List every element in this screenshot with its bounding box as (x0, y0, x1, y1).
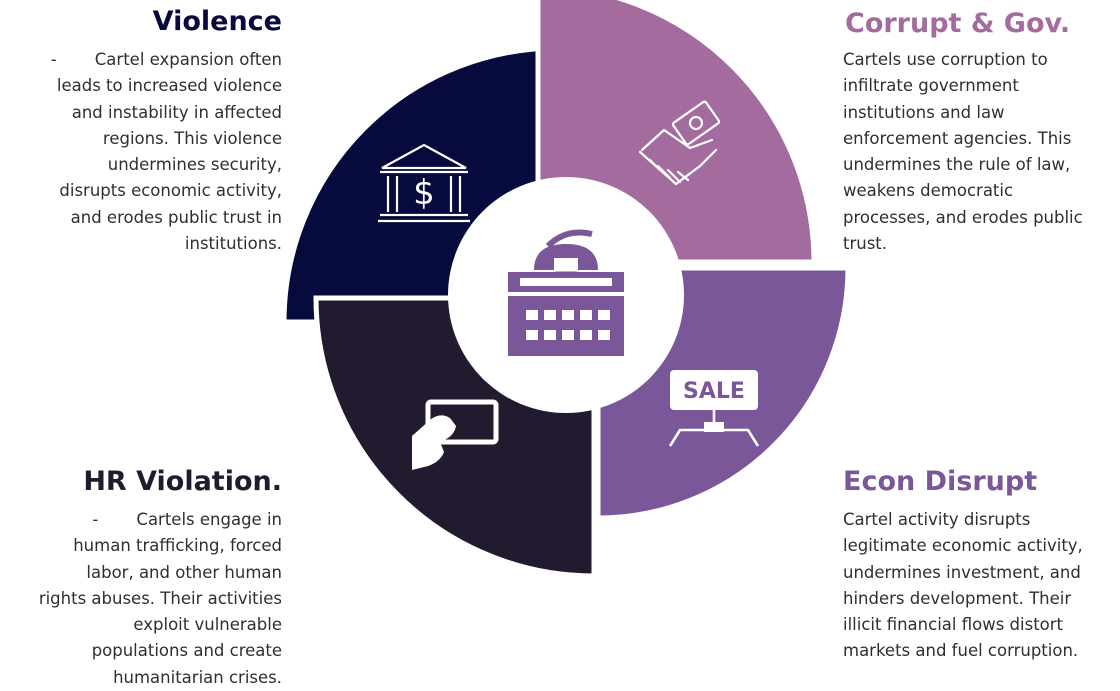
description-text: hinders development. Their (843, 588, 1072, 608)
hand-cash-icon (412, 399, 499, 470)
description-text: Cartel expansion often (94, 50, 282, 69)
description-line: enforcement agencies. This (843, 126, 1120, 152)
description-line: and instability in affected (0, 100, 282, 126)
description-line: populations and create (0, 638, 282, 664)
description-line: undermines the rule of law, (843, 152, 1120, 178)
description-line: weakens democratic (843, 178, 1120, 204)
description-line: disrupts economic activity, (0, 178, 282, 204)
description-text: rights abuses. Their activities (38, 588, 282, 608)
economy-title: Econ Disrupt (843, 466, 1038, 497)
bullet-dash: - (50, 50, 57, 69)
description-line: labor, and other human (0, 560, 282, 586)
bank-dollar-icon: $ (378, 143, 470, 223)
description-text: illicit financial flows distort (843, 615, 1064, 635)
sale-sign-text: SALE (683, 379, 745, 404)
violence-description: - Cartel expansion often leads to increase… (0, 47, 282, 257)
description-line: human trafficking, forced (0, 533, 282, 559)
description-text: undermines security, (107, 155, 282, 175)
description-line: Cartel activity disrupts (843, 507, 1120, 533)
description-text: Cartels engage in (136, 510, 282, 529)
violence-title: Violence (152, 6, 282, 37)
description-line: trust. (843, 231, 1120, 257)
description-line: institutions and law (843, 100, 1120, 126)
description-text: processes, and erodes public (843, 207, 1083, 227)
description-line: undermines investment, and (843, 560, 1120, 586)
description-line: - Cartels engage in (0, 507, 282, 533)
description-text: exploit vulnerable (133, 615, 282, 635)
description-text: undermines the rule of law, (843, 155, 1071, 175)
description-text: and erodes public trust in (70, 207, 282, 227)
bullet-dash: - (92, 510, 99, 529)
description-line: regions. This violence (0, 126, 282, 152)
corruption-title: Corrupt & Gov. (845, 8, 1071, 39)
description-text: labor, and other human (86, 562, 282, 582)
description-line: infiltrate government (843, 73, 1120, 99)
description-text: Cartels use corruption to (843, 50, 1048, 69)
human-rights-title: HR Violation. (83, 466, 282, 497)
description-text: leads to increased violence (56, 76, 282, 96)
description-text: trust. (843, 234, 888, 254)
description-text: humanitarian crises. (113, 667, 282, 687)
description-text: legitimate economic activity, (843, 536, 1083, 556)
government-building-icon (508, 229, 624, 356)
corruption-description: Cartels use corruption to infiltrate gove… (843, 47, 1120, 257)
handshake-money-icon (638, 100, 721, 186)
description-text: and instability in affected (71, 102, 282, 122)
description-line: exploit vulnerable (0, 612, 282, 638)
sale-sign-icon: SALE (668, 370, 760, 447)
description-text: weakens democratic (843, 181, 1014, 201)
description-text: institutions and law (843, 102, 1005, 122)
description-text: enforcement agencies. This (843, 128, 1072, 148)
description-line: leads to increased violence (0, 73, 282, 99)
description-text: undermines investment, and (843, 562, 1081, 582)
description-text: disrupts economic activity, (59, 181, 282, 201)
description-text: human trafficking, forced (73, 536, 282, 556)
description-line: Cartels use corruption to (843, 47, 1120, 73)
description-line: undermines security, (0, 152, 282, 178)
description-line: illicit financial flows distort (843, 612, 1120, 638)
description-text: Cartel activity disrupts (843, 510, 1031, 529)
description-line: markets and fuel corruption. (843, 638, 1120, 664)
description-text: infiltrate government (843, 76, 1019, 96)
description-text: populations and create (91, 641, 282, 661)
description-text: regions. This violence (102, 128, 282, 148)
description-line: institutions. (0, 231, 282, 257)
human-rights-description: - Cartels engage in human trafficking, for… (0, 507, 282, 691)
description-line: legitimate economic activity, (843, 533, 1120, 559)
description-line: hinders development. Their (843, 586, 1120, 612)
center-disc (448, 177, 684, 413)
description-line: - Cartel expansion often (0, 47, 282, 73)
description-text: institutions. (184, 234, 282, 254)
description-line: humanitarian crises. (0, 665, 282, 691)
svg-text:$: $ (413, 173, 435, 213)
description-line: rights abuses. Their activities (0, 586, 282, 612)
description-line: processes, and erodes public (843, 205, 1120, 231)
description-text: markets and fuel corruption. (843, 641, 1079, 661)
description-line: and erodes public trust in (0, 205, 282, 231)
economy-description: Cartel activity disrupts legitimate econo… (843, 507, 1120, 665)
